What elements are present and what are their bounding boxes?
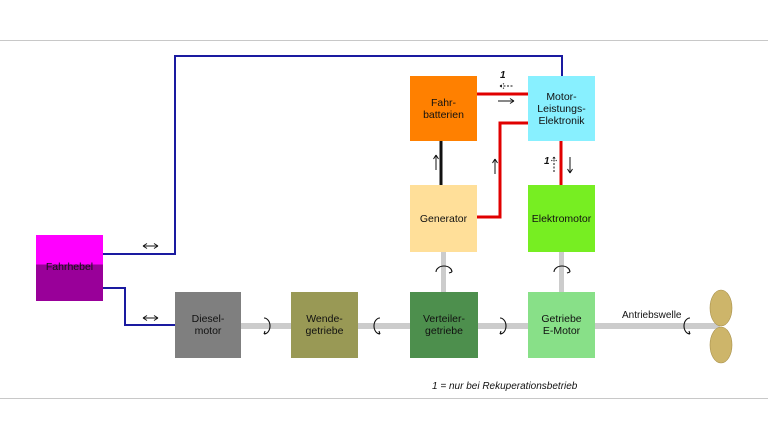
marker-top-1: 1: [500, 70, 506, 81]
elektromotor-box: Elektromotor: [528, 185, 595, 252]
rotation-arrows: [263, 265, 691, 335]
getriebe-emotor-box: Getriebe E-Motor: [528, 292, 595, 358]
verteilergetriebe-box: Verteiler- getriebe: [410, 292, 478, 358]
arrow-mle-down: [567, 157, 573, 174]
motor-leistungs-elektronik-box: Motor- Leistungs- Elektronik: [528, 76, 595, 141]
arrow-generator-up: [433, 154, 439, 170]
wendegetriebe-box: Wende- getriebe: [291, 292, 358, 358]
arrow-generator-mle-up: [492, 158, 498, 174]
control-line-top: [103, 55, 563, 255]
motor-leistungs-elektronik-label: Motor- Leistungs- Elektronik: [537, 90, 586, 127]
getriebe-emotor-label: Getriebe E-Motor: [541, 313, 582, 337]
shaft-generator-verteiler: [441, 252, 446, 292]
fahrbatterien-label: Fahr- batterien: [423, 96, 464, 121]
shaft-antriebswelle: [595, 323, 720, 329]
rotation-elektromotor: [553, 265, 571, 274]
arrow-battery-to-mle: [498, 98, 515, 104]
rotation-verteiler: [499, 317, 507, 335]
generator-box: Generator: [410, 185, 477, 252]
fahrhebel-box: Fahrhebel: [36, 235, 103, 301]
footnote: 1 = nur bei Rekuperationsbetrieb: [432, 381, 578, 392]
double-arrow-diesel: [142, 315, 159, 321]
control-line-diesel: [103, 287, 175, 326]
arrow-mle-to-battery-dashed: [499, 83, 513, 89]
arrow-elektromotor-up-dashed: [551, 156, 557, 172]
double-arrow-top: [142, 243, 159, 249]
fahrhebel-label: Fahrhebel: [45, 261, 94, 273]
dieselmotor-box: Diesel- motor: [175, 292, 241, 358]
wendegetriebe-label: Wende- getriebe: [305, 313, 344, 337]
shaft-wende-verteiler: [358, 323, 410, 329]
rotation-diesel: [263, 317, 271, 335]
power-line-generator-mle: [477, 121, 528, 219]
top-divider: [0, 40, 768, 41]
shaft-verteiler-getriebe: [478, 323, 528, 329]
dieselmotor-label: Diesel- motor: [191, 313, 225, 337]
propeller-icon: [709, 289, 733, 364]
shaft-elektromotor-getriebe: [559, 252, 564, 292]
top-band: [0, 0, 768, 40]
shaft-diesel-wende: [241, 323, 291, 329]
drive-shafts: [241, 252, 720, 329]
elektromotor-label: Elektromotor: [531, 212, 592, 225]
bottom-divider: [0, 398, 768, 399]
fahrbatterien-box: Fahr- batterien: [410, 76, 477, 141]
marker-side-1: 1: [544, 156, 550, 167]
antriebswelle-label: Antriebswelle: [622, 310, 682, 321]
verteilergetriebe-label: Verteiler- getriebe: [422, 313, 465, 337]
rotation-getriebe: [683, 317, 691, 335]
direction-arrows: [142, 83, 573, 321]
rotation-wende: [373, 317, 381, 335]
rotation-generator: [435, 265, 453, 274]
generator-label: Generator: [419, 212, 468, 225]
